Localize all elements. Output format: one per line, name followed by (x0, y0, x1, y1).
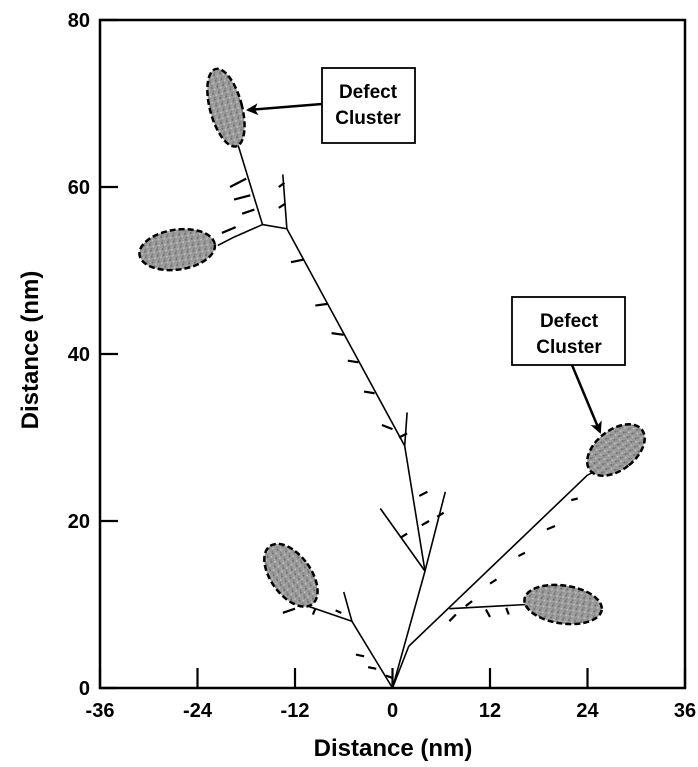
track-segment-1 (302, 603, 353, 622)
track-segment-0 (351, 620, 394, 689)
branch-tick-1 (233, 194, 251, 201)
track-segment-17 (408, 474, 589, 647)
defect-cluster-0 (206, 67, 246, 148)
branch-tick-18 (464, 600, 473, 608)
track-segment-6 (403, 445, 426, 572)
branch-tick-15 (436, 511, 445, 518)
branch-tick-26 (367, 666, 377, 670)
y-tick-label-1: 20 (68, 511, 90, 533)
annotation-2-line2: Cluster (536, 337, 602, 358)
x-axis-label: Distance (nm) (314, 735, 473, 762)
branch-tick-11 (381, 423, 393, 431)
branch-tick-24 (505, 607, 510, 615)
track-segment-15 (379, 508, 426, 572)
branch-tick-27 (311, 608, 317, 615)
annotation-defect-cluster-2: Defect Cluster (511, 296, 626, 434)
x-tick-label-1: -24 (183, 700, 213, 722)
x-tick-label-4: 12 (479, 700, 501, 722)
y-axis-ticks: 0 20 40 60 80 (68, 10, 118, 700)
defect-cluster-4 (523, 583, 604, 626)
annotation-1-arrow (246, 102, 323, 116)
annotation-box-1 (321, 67, 416, 144)
defect-cluster-1 (138, 227, 217, 272)
branch-tick-7 (315, 302, 328, 307)
branch-tick-21 (546, 524, 556, 531)
branch-tick-25 (355, 653, 365, 658)
x-tick-label-3: 0 (387, 700, 398, 722)
defect-clusters (138, 67, 646, 626)
track-segment-8 (262, 223, 288, 230)
branch-ticks (221, 177, 579, 680)
branch-tick-2 (241, 208, 255, 215)
track-segment-9 (237, 145, 264, 225)
defect-cluster-2 (263, 542, 319, 608)
branch-tick-29 (335, 609, 342, 614)
y-tick-label-3: 60 (68, 177, 90, 199)
annotation-box-2 (511, 296, 626, 366)
annotation-1-line2: Cluster (335, 108, 401, 129)
branch-tick-16 (400, 532, 408, 539)
branch-tick-22 (570, 497, 579, 502)
annotation-1-line1: Defect (339, 82, 398, 103)
track-segment-5 (391, 570, 426, 689)
y-tick-label-2: 40 (68, 344, 90, 366)
x-tick-label-0: -36 (86, 700, 115, 722)
branch-tick-9 (347, 359, 359, 364)
dislocation-tracks (217, 145, 605, 689)
x-tick-label-2: -12 (281, 700, 310, 722)
track-segment-14 (424, 491, 447, 572)
annotation-defect-cluster-1: Defect Cluster (246, 67, 416, 144)
track-segment-10 (233, 223, 263, 238)
branch-tick-12 (398, 432, 408, 439)
branch-tick-13 (418, 490, 428, 497)
branch-tick-4 (278, 181, 286, 188)
defect-cluster-3 (585, 423, 646, 477)
branch-tick-0 (229, 177, 247, 188)
track-segment-11 (217, 236, 235, 247)
annotation-2-line1: Defect (540, 311, 599, 332)
branch-tick-6 (290, 258, 304, 264)
track-segment-13 (403, 412, 408, 446)
branch-tick-28 (282, 607, 296, 614)
track-segment-7 (286, 228, 406, 447)
branch-tick-8 (331, 332, 344, 336)
y-axis-label: Distance (nm) (17, 271, 44, 430)
x-tick-label-5: 24 (576, 700, 599, 722)
branch-tick-17 (448, 613, 457, 622)
x-tick-label-6: 36 (674, 700, 696, 722)
branch-tick-5 (278, 202, 286, 209)
track-segment-16 (391, 645, 410, 689)
annotation-2-arrow (570, 364, 602, 434)
branch-tick-14 (421, 520, 430, 527)
y-tick-label-4: 80 (68, 10, 90, 32)
track-segment-3 (342, 591, 353, 622)
branch-tick-23 (484, 608, 491, 618)
branch-tick-10 (363, 390, 375, 395)
x-axis-ticks: -36 -24 -12 0 12 24 36 (86, 668, 696, 722)
branch-tick-19 (489, 578, 498, 585)
y-tick-label-0: 0 (79, 678, 90, 700)
track-segment-19 (449, 603, 527, 610)
branch-tick-3 (221, 226, 237, 234)
branch-tick-20 (517, 551, 526, 558)
